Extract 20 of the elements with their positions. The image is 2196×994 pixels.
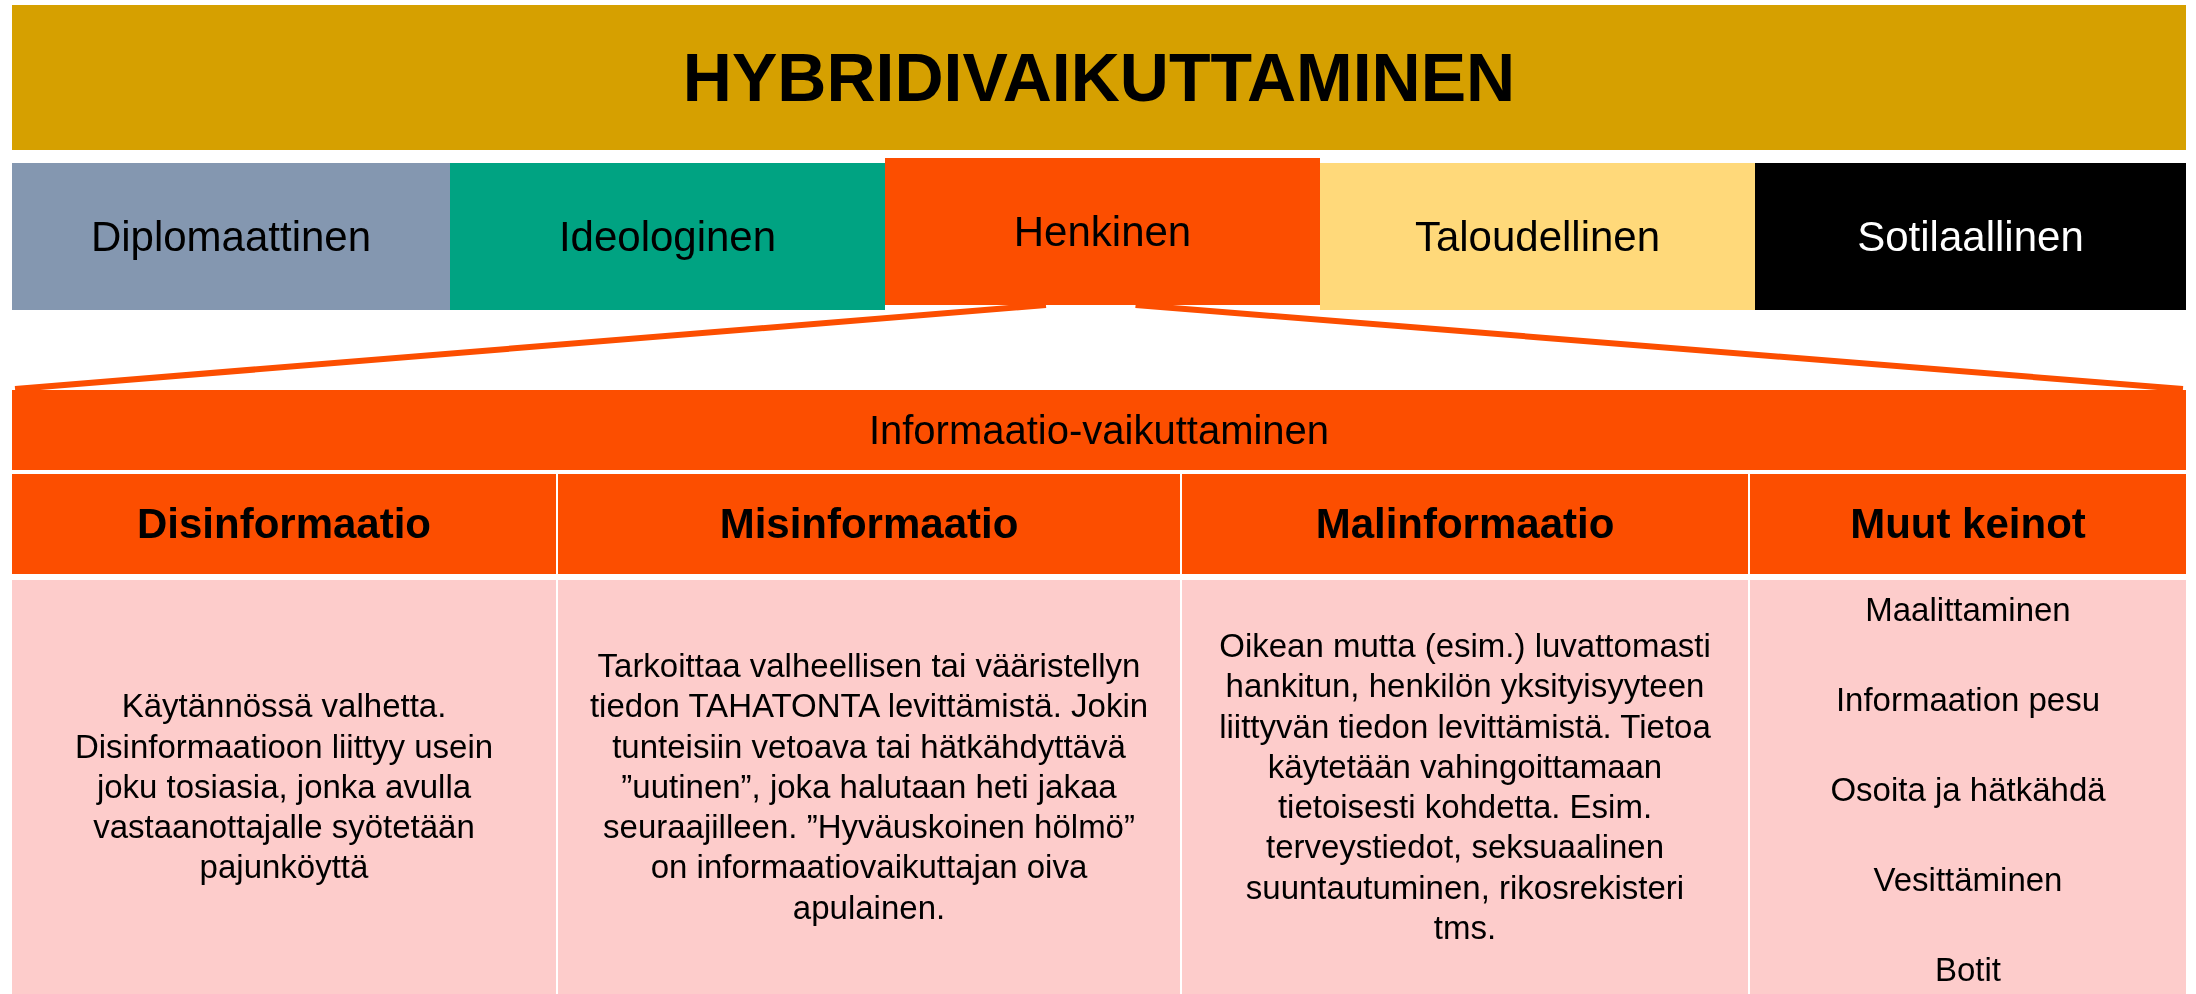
- category-box: Diplomaattinen: [12, 163, 450, 310]
- description-cell: Käytännössä valhetta. Disinformaatioon liittyy usein joku tosiasia, jonka avulla vastaanottajalle syötetään pajunköyttä: [12, 580, 556, 994]
- list-item: Botit: [1934, 949, 2001, 990]
- description-cell: Oikean mutta (esim.) luvattomasti hankitun, henkilön yksityisyyteen liittyvän tiedon levittämistä. Tietoa käytetään vahingoittamaan tietoisesti kohdetta. Esim. terveystiedot, seksuaalinen suuntautuminen, rikosrekisteri tms.: [1182, 580, 1748, 994]
- list-cell: [1750, 580, 2186, 994]
- description-cell: Tarkoittaa valheellisen tai vääristellyn tiedon TAHATONTA levittämistä. Jokin tunteisiin vetoava tai hätkähdyttävä ”uutinen”, joka halutaan heti jakaa seuraajilleen. ”Hyväuskoinen hölmö” on informaatiovaikuttajan oiva apulainen.: [558, 580, 1180, 994]
- title-banner: HYBRIDIVAIKUTTAMINEN: [12, 5, 2186, 150]
- column-header: Malinformaatio: [1182, 474, 1748, 574]
- column-header: Misinformaatio: [558, 474, 1180, 574]
- category-box: Sotilaallinen: [1755, 163, 2186, 310]
- column-header: Disinformaatio: [12, 474, 556, 574]
- section-banner: Informaatio-vaikuttaminen: [12, 390, 2186, 470]
- list-item: Osoita ja hätkähdä: [1830, 769, 2106, 810]
- category-box: Taloudellinen: [1320, 163, 1755, 310]
- column-header: Muut keinot: [1750, 474, 2186, 574]
- list-item: Maalittaminen: [1865, 590, 2071, 630]
- category-box: Henkinen: [885, 158, 1320, 305]
- list-item: Vesittäminen: [1873, 859, 2063, 900]
- category-box: Ideologinen: [450, 163, 885, 310]
- list-item: Informaation pesu: [1835, 679, 2101, 720]
